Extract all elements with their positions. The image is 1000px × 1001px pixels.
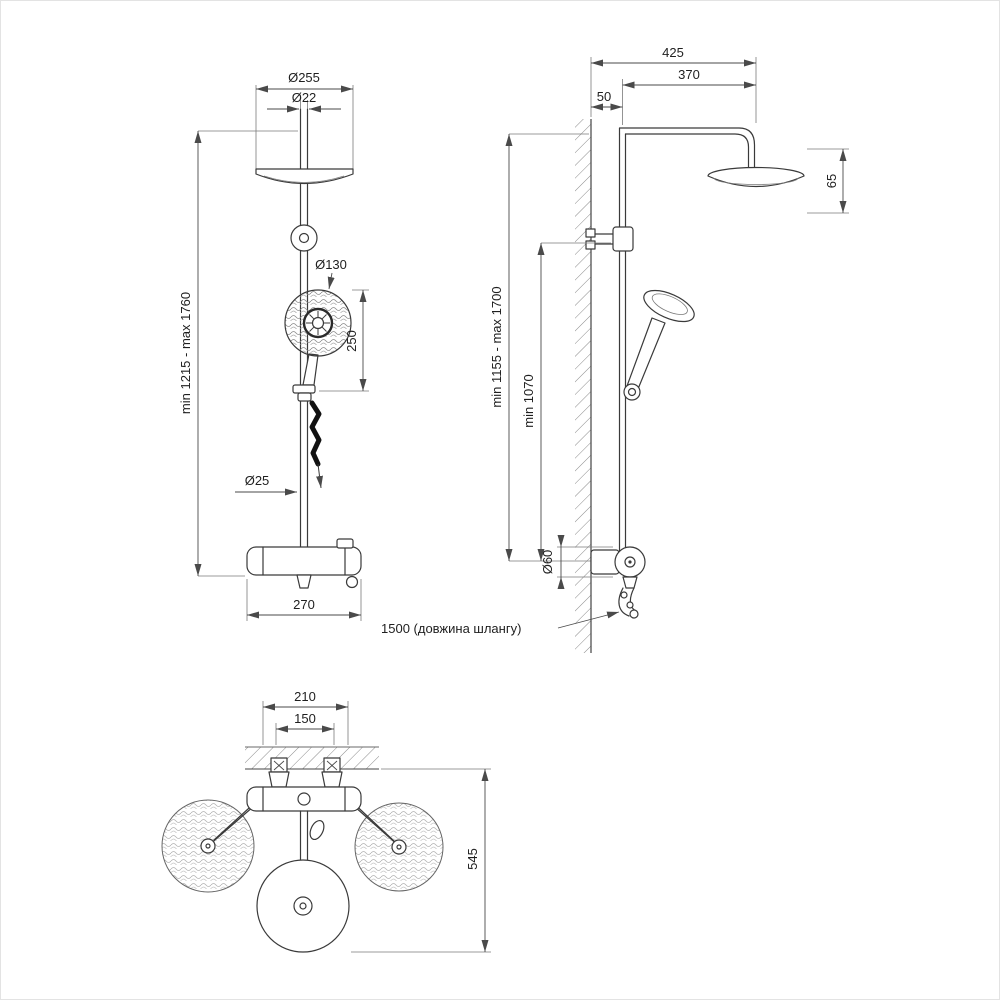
dim-label-arm-reach: 370 [678,67,700,82]
top-dim-mount-width: 210 [262,689,349,745]
side-dim-arm-total-depth: 425 [590,45,757,123]
dim-label-depth: 545 [465,848,480,870]
front-hose [309,400,323,489]
dim-label-head-drop: 65 [824,174,839,188]
front-dim-head-diameter: Ø255 [255,70,354,169]
front-hand-shower [284,289,352,386]
side-dim-arm-reach: 370 [622,67,756,125]
side-pipe [618,133,627,552]
dim-label-hose-length: 1500 (довжина шлангу) [381,621,521,636]
side-hose [618,587,639,619]
top-mixer [246,786,362,841]
dim-label-pipe-inlet-diameter: Ø22 [292,90,317,105]
dim-label-side-height-range: min 1155 - max 1700 [489,286,504,407]
dim-label-mount-width: 210 [294,689,316,704]
top-dim-inlet-spacing: 150 [275,711,335,745]
dim-label-hand-shower-height: min 1070 [521,374,536,427]
dim-label-inlet-spacing: 150 [294,711,316,726]
front-dim-mixer-width: 270 [246,579,362,621]
front-holder-ring [290,224,318,252]
top-handle-hubs [200,838,407,855]
side-hose-length-label: 1500 (довжина шлангу) [381,611,620,636]
dim-label-pipe-diameter: Ø25 [245,473,270,488]
side-dim-connector-diameter: Ø60 [540,535,613,589]
dim-label-wall-offset: 50 [597,89,611,104]
side-dim-height-range: min 1155 - max 1700 [489,133,601,562]
side-wall [575,119,592,653]
top-wall-connectors [268,757,343,788]
front-dim-height-range: min 1215 - max 1760 [178,130,298,577]
dim-label-hand-shower-length: 250 [344,330,359,352]
dim-label-hand-shower-diameter: Ø130 [315,257,347,272]
side-wall-bracket [585,226,634,252]
top-wall [245,746,379,770]
top-view: 210 150 [161,689,491,953]
top-dim-depth: 545 [351,768,491,953]
side-overhead-shower-head [707,166,805,188]
top-overhead-shower-circle [256,859,350,953]
front-overhead-shower-head [255,168,354,185]
side-dim-wall-offset: 50 [591,89,623,111]
front-mixer [246,538,362,589]
side-shower-arm [618,127,756,172]
dim-label-front-height-range: min 1215 - max 1760 [178,292,193,414]
dim-label-connector-diameter: Ø60 [540,550,555,575]
side-view: 425 370 50 65 min 1155 [381,45,849,653]
dim-label-head-diameter: Ø255 [288,70,320,85]
side-dim-hand-shower-height: min 1070 [521,242,611,561]
front-slider-bracket [292,384,316,402]
front-dim-hand-shower-length: 250 [319,289,369,392]
front-dim-hand-shower-diameter: Ø130 [315,257,347,290]
dim-label-mixer-width: 270 [293,597,315,612]
side-mixer [590,546,646,589]
side-hand-shower [623,289,695,401]
top-outlet-pipe [299,810,309,862]
front-dim-pipe-diameter: Ø25 [235,473,297,496]
side-dim-head-drop: 65 [807,148,849,214]
dim-label-arm-total-depth: 425 [662,45,684,60]
front-dim-pipe-inlet-diameter: Ø22 [267,90,341,113]
front-view: Ø255 Ø22 min 1215 - max 1760 Ø130 [178,70,369,621]
